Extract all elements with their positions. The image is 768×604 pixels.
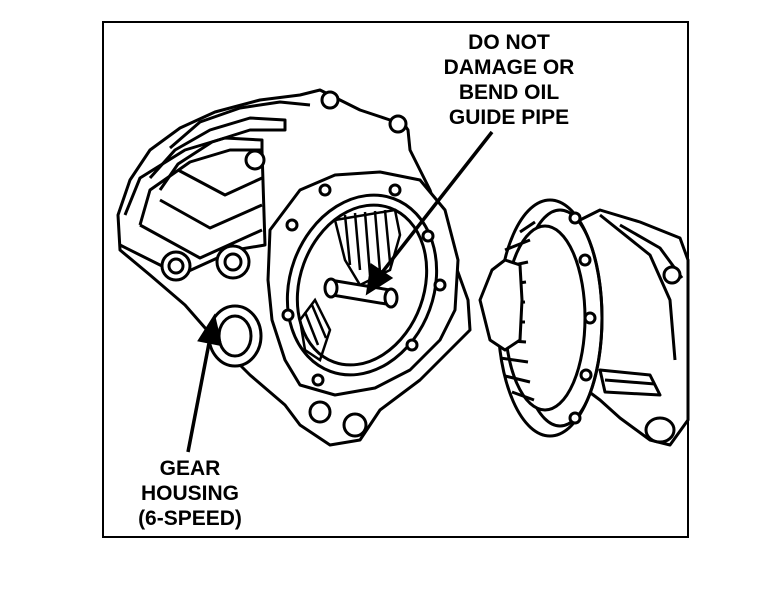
callout-line: BEND OIL [458,81,560,104]
callout-line: HOUSING [140,482,239,505]
internal-ring-gear [298,208,402,362]
gear-housing-callout: GEAR HOUSING (6-SPEED) [120,456,260,531]
ring-gear [478,198,604,438]
callout-line: GUIDE PIPE [448,106,570,129]
callout-line: DAMAGE OR [443,56,575,79]
callout-line: DO NOT [468,31,550,54]
oil-guide-pipe-callout: DO NOT DAMAGE OR BEND OIL GUIDE PIPE [414,30,604,130]
oil-guide-pipe [323,277,399,309]
gear-housing-arrowhead [197,313,223,347]
oil-pipe-leader-line [378,130,494,277]
gear-housing-leader-line [186,337,212,453]
leader-arrows [186,130,494,453]
oil-pipe-arrowhead [365,263,394,296]
callout-line: (6-SPEED) [138,507,242,530]
callout-line: GEAR [159,457,221,480]
